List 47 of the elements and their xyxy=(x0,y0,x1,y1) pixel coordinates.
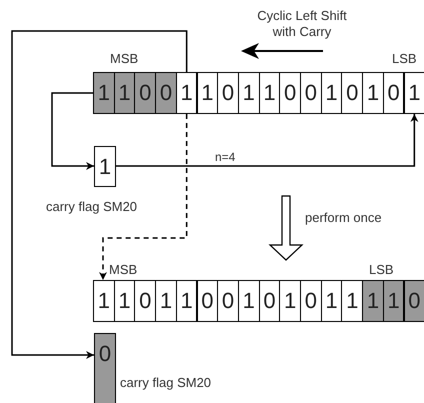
bit-cell: 1 xyxy=(320,280,342,322)
bit-cell: 1 xyxy=(362,72,384,114)
bit-cell: 0 xyxy=(217,280,239,322)
bit-cell: 1 xyxy=(382,280,404,322)
bit-cell: 1 xyxy=(258,72,280,114)
carry-flag-label: carry flag SM20 xyxy=(120,376,212,390)
bit-cell: 0 xyxy=(404,280,424,322)
bit-cell: 1 xyxy=(114,72,136,114)
bit-cell: 0 xyxy=(217,72,239,114)
bit-cell: 1 xyxy=(279,280,301,322)
carry-flag-cell: 1 xyxy=(94,146,116,187)
arrow xyxy=(116,114,418,167)
bit-cell: 0 xyxy=(134,72,156,114)
bit-cell: 1 xyxy=(341,280,364,322)
bit-cell: 0 xyxy=(382,72,404,114)
text-label: perform once xyxy=(305,211,382,225)
bit-cell: 1 xyxy=(176,280,198,322)
arrow xyxy=(11,30,188,359)
bit-cell: 0 xyxy=(258,280,280,322)
carry-flag-label: carry flag SM20 xyxy=(46,200,138,214)
bit-cell: 1 xyxy=(176,72,198,114)
bit-cell: 1 xyxy=(320,72,342,114)
text-label: MSB xyxy=(109,263,138,277)
bit-cell: 0 xyxy=(300,280,322,322)
bit-cell: 1 xyxy=(404,72,424,114)
bit-cell: 1 xyxy=(238,72,260,114)
bit-cell: 0 xyxy=(300,72,322,114)
carry-flag-cell: 0 xyxy=(94,333,116,403)
bit-cell: 0 xyxy=(341,72,364,114)
text-label: MSB xyxy=(110,52,138,66)
bit-cell: 0 xyxy=(134,280,156,322)
text-label: LSB xyxy=(392,52,417,66)
bit-cell: 1 xyxy=(362,280,384,322)
arrow xyxy=(99,114,188,280)
bit-cell: 1 xyxy=(114,280,136,322)
bit-cell: 0 xyxy=(196,280,218,322)
arrow xyxy=(51,92,94,170)
text-label: Cyclic Left Shift with Carry xyxy=(256,8,348,40)
edge-label: n=4 xyxy=(215,150,236,164)
bit-cell: 1 xyxy=(93,72,115,114)
bit-cell: 1 xyxy=(196,72,218,114)
bit-cell: 1 xyxy=(155,280,177,322)
bit-cell: 0 xyxy=(155,72,177,114)
bit-cell: 1 xyxy=(238,280,260,322)
bit-cell: 0 xyxy=(279,72,301,114)
bit-cell: 1 xyxy=(93,280,115,322)
text-label: LSB xyxy=(369,263,394,277)
